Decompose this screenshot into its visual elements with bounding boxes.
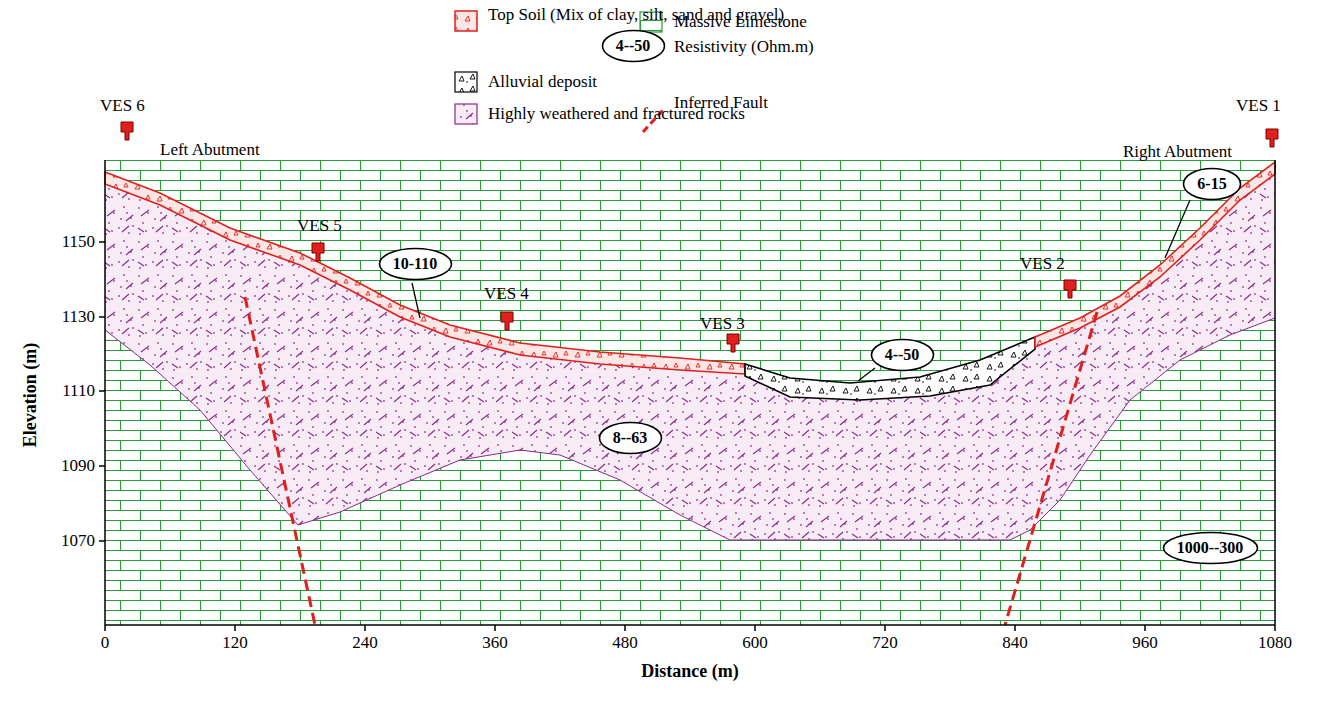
resistivity-ellipse: 1000--300 [1162, 531, 1259, 565]
axis-title: Distance (m) [641, 661, 738, 682]
resistivity-ellipse: 8--63 [598, 421, 663, 455]
tick-label: 240 [352, 633, 378, 653]
inferred-fault [1005, 312, 1097, 625]
resistivity-value: 4--50 [601, 37, 666, 55]
ves-label: VES 4 [484, 284, 529, 304]
resistivity-ellipse: 10-110 [378, 247, 453, 281]
tick-label: 1130 [62, 307, 95, 327]
legend-text: Massive Limestone [674, 12, 807, 32]
tick-label: 840 [1002, 633, 1028, 653]
resistivity-value: 10-110 [378, 255, 453, 273]
legend-swatch [455, 11, 477, 31]
top-soil [1035, 162, 1275, 347]
ves-marker [121, 122, 1278, 352]
tick-label: 0 [101, 633, 110, 653]
axis-title: Elevation (m) [20, 343, 41, 447]
inferred-fault [245, 297, 315, 625]
abutment-label: Left Abutment [160, 140, 260, 160]
weathered-zone [105, 162, 1275, 540]
top-soil [105, 172, 745, 374]
tick-label: 360 [482, 633, 508, 653]
ves-label: VES 6 [100, 96, 145, 116]
legend-swatch [455, 72, 477, 92]
legend-swatch [455, 104, 477, 124]
tick-label: 720 [872, 633, 898, 653]
resistivity-value: 4--50 [870, 346, 935, 364]
ves-label: VES 5 [297, 216, 342, 236]
leader-line [412, 200, 1190, 381]
tick-label: 1110 [62, 381, 95, 401]
resistivity-value: 1000--300 [1162, 539, 1259, 557]
resistivity-value: 6-15 [1182, 175, 1242, 193]
tick-label: 600 [742, 633, 768, 653]
resistivity-value: 8--63 [598, 429, 663, 447]
tick-label: 960 [1132, 633, 1158, 653]
abutment-label: Right Abutment [1123, 142, 1232, 162]
resistivity-ellipse: 4--50 [601, 29, 666, 63]
tick-label: 1080 [1258, 633, 1292, 653]
tick-label: 1150 [62, 232, 95, 252]
axes [99, 160, 1275, 631]
resistivity-ellipse: 4--50 [870, 338, 935, 372]
alluvial-deposit [745, 337, 1035, 400]
legend-text: Resistivity (Ohm.m) [674, 37, 814, 57]
ves-label: VES 1 [1236, 96, 1281, 116]
ves-label: VES 3 [700, 314, 745, 334]
tick-label: 1090 [61, 456, 95, 476]
resistivity-ellipse: 6-15 [1182, 167, 1242, 201]
legend-text: Alluvial deposit [488, 72, 597, 92]
limestone [105, 160, 1275, 625]
legend-text: Inferred Fault [674, 93, 768, 113]
ves-label: VES 2 [1020, 254, 1065, 274]
tick-label: 1070 [61, 531, 95, 551]
tick-label: 120 [222, 633, 248, 653]
tick-label: 480 [612, 633, 638, 653]
